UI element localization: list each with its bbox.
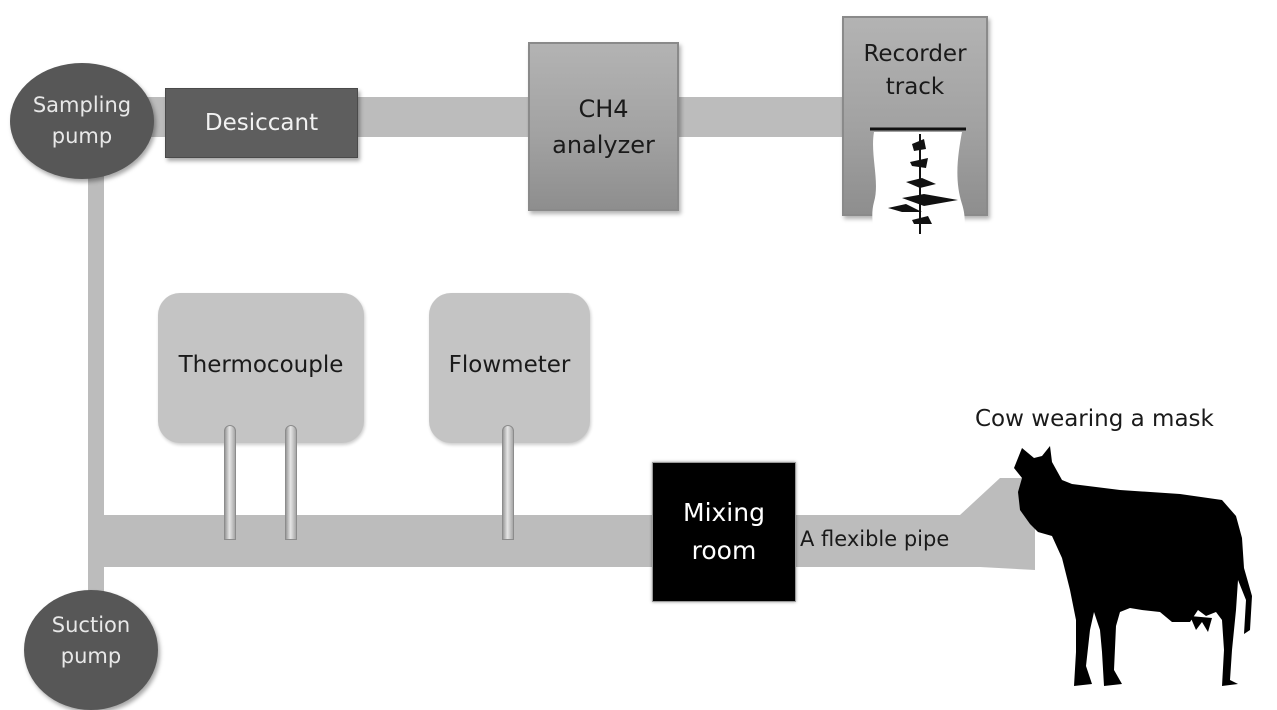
- thermocouple-box: Thermocouple: [158, 293, 364, 443]
- ch4-analyzer-label-line1: CH4: [578, 94, 629, 123]
- sampling-pump: Sampling pump: [10, 63, 154, 179]
- flowmeter-label: Flowmeter: [448, 352, 571, 378]
- vertical-pipe: [88, 168, 104, 608]
- sampling-pump-label-line2: pump: [51, 124, 113, 148]
- flowmeter-probe: [502, 425, 514, 540]
- desiccant-label: Desiccant: [204, 109, 319, 136]
- pipe-taper-to-mask: [960, 478, 1035, 570]
- thermocouple-probe-1: [224, 425, 236, 540]
- ch4-analyzer-label-line2: analyzer: [552, 130, 655, 159]
- cow-label: Cow wearing a mask: [975, 406, 1214, 432]
- flowmeter-box: Flowmeter: [429, 293, 590, 443]
- bottom-pipe: [104, 515, 656, 567]
- mixing-room-box: Mixing room: [652, 462, 796, 602]
- ch4-analyzer-box: CH4 analyzer: [528, 42, 679, 211]
- sampling-pump-label-line1: Sampling: [32, 93, 132, 117]
- suction-pump: Suction pump: [24, 590, 158, 710]
- recorder-label-line1: Recorder: [863, 41, 967, 67]
- thermocouple-probe-2: [285, 425, 297, 540]
- suction-pump-label-line2: pump: [60, 644, 122, 668]
- recorder-chart-paper: [870, 127, 966, 264]
- mixing-room-label-line2: room: [691, 536, 757, 565]
- recorder-label-line2: track: [885, 74, 945, 100]
- recorder-box: Recorder track: [842, 16, 988, 216]
- thermocouple-label: Thermocouple: [178, 352, 344, 378]
- flexible-pipe-label: A flexible pipe: [800, 527, 950, 551]
- mixing-room-label-line1: Mixing: [683, 498, 765, 527]
- cow-silhouette: [1014, 446, 1252, 686]
- desiccant-box: Desiccant: [165, 88, 358, 158]
- suction-pump-label-line1: Suction: [51, 613, 131, 637]
